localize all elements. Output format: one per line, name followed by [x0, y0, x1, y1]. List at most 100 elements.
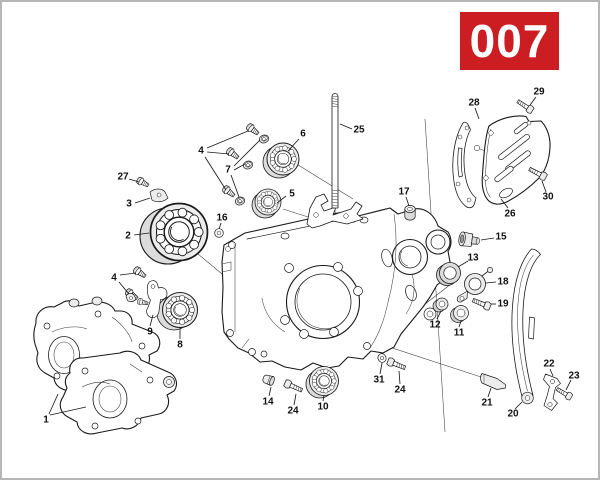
leader-line-29	[529, 96, 537, 106]
part-label-22: 22	[543, 359, 555, 370]
nut-17	[404, 205, 416, 221]
leader-line-4	[119, 272, 137, 276]
part-label-3: 3	[126, 199, 132, 210]
part-label-24: 24	[287, 406, 299, 417]
leader-line-9	[149, 314, 154, 327]
retainer-18	[456, 267, 493, 303]
part-label-20: 20	[507, 409, 519, 420]
part-label-2: 2	[125, 231, 131, 242]
part-label-11: 11	[454, 328, 465, 339]
bolt-19	[470, 295, 493, 312]
chain-guide-20	[511, 248, 541, 405]
part-label-27: 27	[117, 172, 129, 183]
plug-15	[458, 231, 481, 247]
part-label-28: 28	[468, 98, 480, 109]
leader-line-12	[436, 310, 442, 320]
leader-line-26	[500, 198, 509, 209]
seal-13	[436, 262, 461, 286]
leader-line-20	[514, 401, 523, 410]
cap-nut-14	[262, 374, 275, 386]
part-label-6: 6	[300, 129, 306, 140]
leader-line-24	[293, 393, 297, 406]
part-label-19: 19	[497, 299, 509, 310]
leader-line-25	[339, 123, 353, 130]
plate-28	[452, 121, 481, 209]
part-label-5: 5	[289, 189, 295, 200]
part-label-30: 30	[542, 192, 554, 203]
part-label-16: 16	[216, 213, 228, 224]
plate-3	[149, 188, 169, 203]
leader-line-17	[405, 196, 410, 207]
leader-line-4	[206, 130, 249, 149]
leader-line-7	[230, 174, 240, 198]
leader-line-22	[549, 368, 554, 377]
part-label-15: 15	[495, 232, 507, 243]
labels-layer: 1234456789101112131415161718192021222324…	[43, 87, 580, 426]
part-label-25: 25	[353, 125, 365, 136]
washer-16	[214, 228, 224, 238]
leader-line-1	[49, 406, 87, 416]
leader-line-23	[565, 379, 572, 391]
leader-line-1	[48, 393, 59, 415]
part-label-12: 12	[429, 320, 441, 331]
part-label-17: 17	[398, 187, 410, 198]
bearing-2	[139, 202, 209, 265]
leader-line-7	[233, 139, 261, 167]
leader-line-27	[128, 178, 140, 183]
leader-line-28	[474, 107, 480, 120]
leader-line-14	[268, 386, 272, 397]
leader-line-15	[480, 237, 495, 241]
leader-line-30	[541, 180, 547, 193]
pin-21	[480, 373, 506, 390]
bearing-6	[262, 142, 300, 179]
bushing-11	[450, 305, 469, 323]
leader-line-5	[276, 195, 287, 204]
leader-line-2	[133, 232, 150, 236]
bolt-29	[515, 97, 535, 115]
leader-line-24	[398, 370, 401, 385]
part-label-9: 9	[147, 327, 153, 338]
crankcase-main	[221, 193, 452, 371]
part-label-26: 26	[504, 209, 516, 220]
leader-line-16	[218, 222, 222, 230]
part-label-4: 4	[198, 146, 204, 157]
screw-27	[135, 175, 151, 190]
leader-line-31	[379, 362, 383, 375]
leader-line-3	[134, 197, 151, 204]
stud-25	[331, 93, 339, 209]
leader-line-6	[287, 138, 300, 152]
bearing-5	[251, 188, 282, 219]
bolt-24-left	[282, 378, 304, 395]
leader-line-21	[487, 387, 492, 398]
part-label-29: 29	[533, 87, 545, 98]
part-label-14: 14	[262, 397, 274, 408]
leader-line-4	[204, 156, 227, 191]
leader-line-13	[457, 260, 469, 268]
crankcase-halves	[33, 296, 177, 435]
cover-26	[481, 115, 551, 205]
screw-23	[554, 385, 574, 402]
leader-line-10	[322, 394, 325, 402]
bushing-12	[432, 297, 449, 313]
bracket-22	[543, 373, 561, 411]
part-label-23: 23	[568, 371, 580, 382]
leader-line-4	[118, 281, 130, 295]
washer-31	[377, 353, 387, 363]
part-label-4: 4	[111, 273, 117, 284]
part-label-21: 21	[481, 398, 493, 409]
part-label-13: 13	[467, 253, 479, 264]
bearing-10	[305, 366, 339, 399]
leader-line-11	[458, 320, 462, 328]
bolt-24-right	[385, 356, 408, 373]
part-label-7: 7	[225, 165, 231, 176]
page-number-badge: 007	[460, 12, 559, 70]
part-label-24: 24	[394, 385, 406, 396]
leader-line-4	[206, 151, 230, 155]
part-label-1: 1	[43, 415, 49, 426]
leader-line-7	[233, 163, 246, 171]
part-label-10: 10	[317, 402, 329, 413]
part-label-18: 18	[497, 277, 509, 288]
part-label-31: 31	[373, 375, 385, 386]
